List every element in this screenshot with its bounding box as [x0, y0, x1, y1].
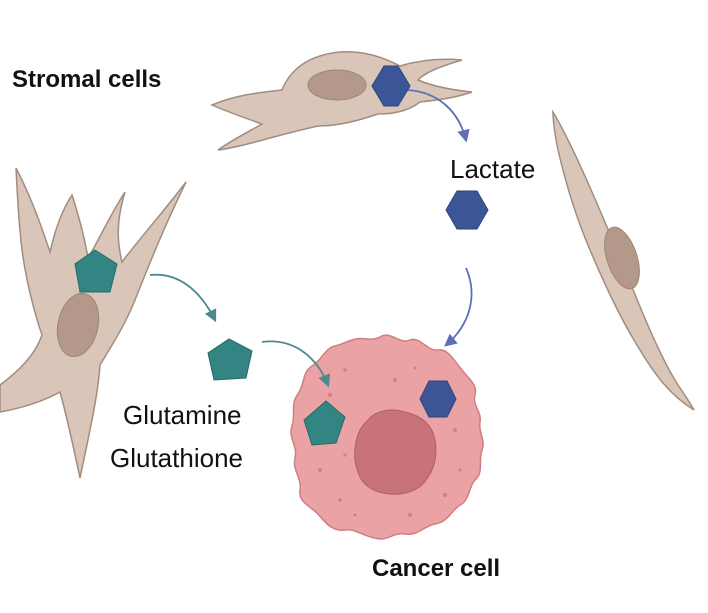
- glutathione-label: Glutathione: [110, 443, 243, 473]
- cancer-cell-label: Cancer cell: [372, 555, 500, 582]
- lactate-hexagon-icon: [445, 190, 489, 230]
- glutamine-pentagon-icon: [207, 338, 253, 381]
- stromal-nucleus-right: [604, 226, 640, 290]
- stromal-cell-left: [0, 167, 187, 479]
- glutamine-label: Glutamine: [123, 400, 242, 430]
- stromal-nucleus-top: [307, 69, 367, 101]
- arrow-stroma-to-glutamine: [149, 273, 217, 323]
- arrow-lactate-to-cancer: [444, 267, 473, 347]
- stromal-cell-top: [210, 50, 473, 151]
- arrow-stroma-to-lactate: [407, 89, 470, 143]
- glutamine-pentagon-icon: [303, 400, 346, 446]
- arrow-glutamine-to-cancer: [261, 340, 331, 388]
- lactate-label: Lactate: [450, 154, 535, 184]
- lactate-hexagon-icon: [419, 380, 457, 418]
- cancer-nucleus: [354, 409, 437, 495]
- stromal-nucleus-left: [56, 292, 100, 358]
- stromal-cells-label: Stromal cells: [12, 66, 161, 93]
- glutamine-pentagon-icon: [74, 249, 118, 293]
- stromal-cell-right: [552, 109, 695, 411]
- lactate-hexagon-icon: [371, 65, 411, 107]
